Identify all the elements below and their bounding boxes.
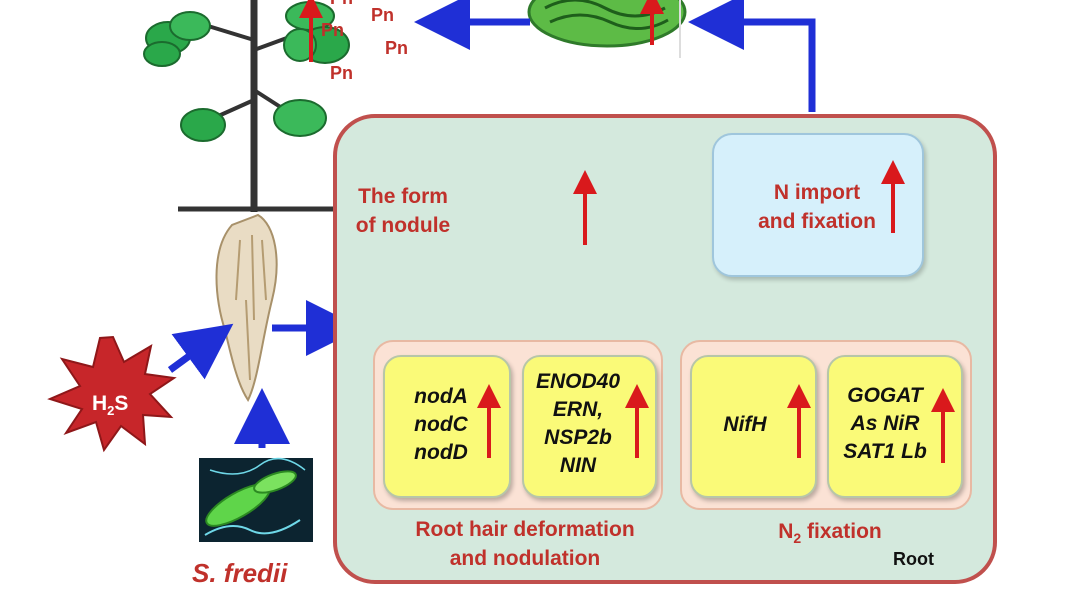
pn-label: Pn (330, 0, 353, 9)
h2s-subscript: 2 (107, 403, 115, 419)
arrow-h2s-to-root (167, 323, 234, 380)
n-import-line1: N import (773, 181, 861, 204)
h2s-h: H (92, 392, 108, 415)
h2s-burst-icon (47, 335, 177, 453)
gene-list-enod: ENOD40 ERN, NSP2b NIN (528, 368, 628, 480)
n2-fixation-caption: N2 fixation (730, 517, 930, 553)
h2s-s: S (114, 392, 129, 415)
gene-name: GOGAT (847, 384, 923, 407)
nodule-label: The form of nodule (340, 182, 466, 240)
bacteria-label: S. fredii (192, 558, 288, 588)
arrow-to-chloroplast (688, 0, 816, 112)
gene-name: ENOD40 (535, 370, 621, 393)
gene-list-gogat: GOGAT As NiR SAT1 Lb (833, 382, 937, 466)
pn-label: Pn (330, 63, 354, 83)
gene-name: nodD (414, 441, 468, 464)
pn-label: Pn (321, 20, 345, 40)
gene-name: NSP2b (544, 426, 612, 449)
gene-name: nodA (414, 385, 468, 408)
gene-name: ERN, (552, 398, 604, 421)
gene-name: SAT1 Lb (843, 440, 927, 463)
gene-name: nodC (414, 413, 468, 436)
bacteria-image (199, 457, 313, 542)
gene-list-nifh: NifH (712, 411, 778, 439)
n2-n: N (778, 520, 794, 543)
gene-box-gogat (827, 355, 963, 498)
nodulation-caption-line2: and nodulation (449, 547, 601, 570)
pn-label: Pn (385, 38, 409, 58)
nodule-label-line2: of nodule (355, 214, 451, 237)
nodulation-caption: Root hair deformation and nodulation (380, 515, 670, 573)
nodule-label-line1: The form (358, 185, 448, 208)
gene-name: NIN (559, 454, 597, 477)
nodulation-caption-line1: Root hair deformation (415, 518, 635, 541)
gene-name: NifH (723, 413, 767, 436)
pn-label: Pn (371, 5, 395, 25)
n-import-box (712, 133, 924, 277)
n-import-label: N import and fixation (742, 178, 892, 236)
h2s-label: H2S (92, 392, 128, 418)
n2-subscript: 2 (793, 530, 802, 547)
root-label: Root (893, 549, 934, 569)
n2-rest: fixation (801, 520, 882, 543)
n-import-line2: and fixation (758, 210, 876, 233)
gene-list-nod: nodA nodC nodD (404, 383, 478, 467)
plant-illustration (143, 0, 350, 402)
gene-name: As NiR (850, 412, 920, 435)
gene-box-nifh (690, 355, 817, 498)
gene-box-enod (522, 355, 657, 498)
